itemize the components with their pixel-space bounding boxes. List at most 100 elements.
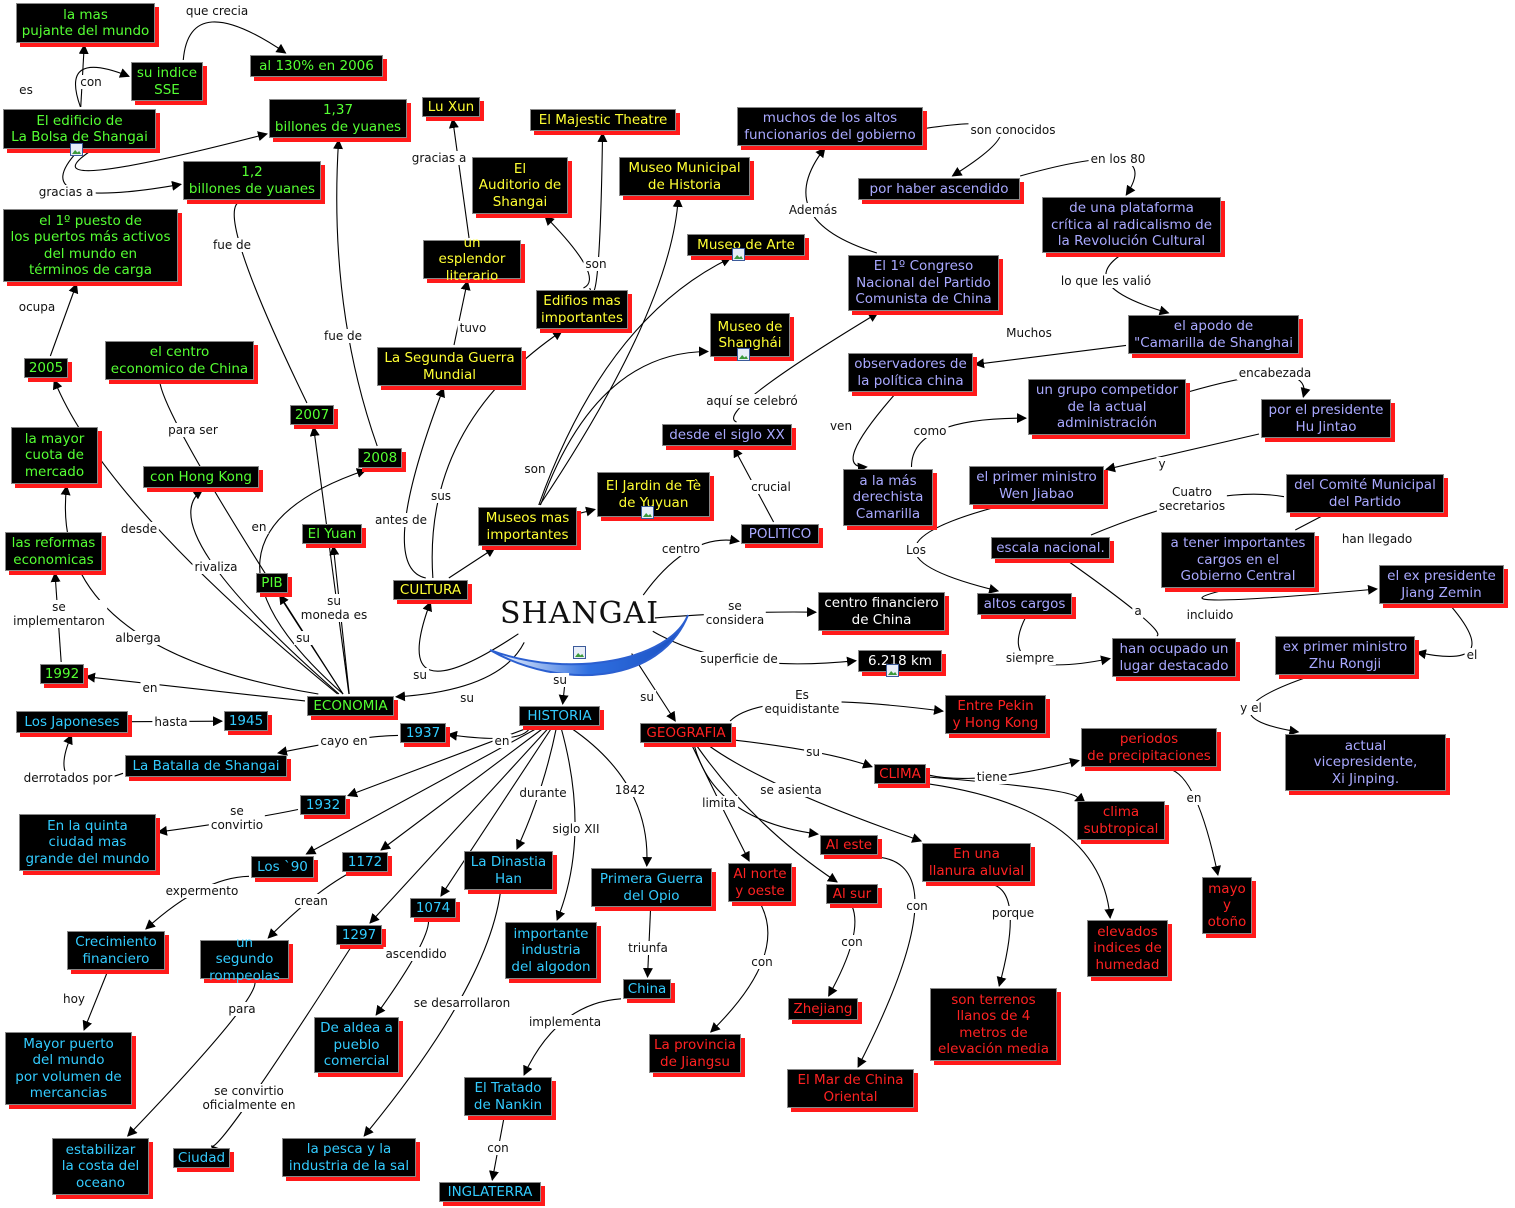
concept-node-majestic[interactable]: El Majestic Theatre [530,109,676,131]
concept-node-auditorio[interactable]: El Auditorio de Shangai [472,157,568,214]
concept-node-altos[interactable]: altos cargos [977,593,1072,615]
concept-node-puesto[interactable]: el 1º puesto de los puertos más activos … [3,209,178,282]
concept-node-economia[interactable]: ECONOMIA [307,696,394,716]
concept-node-rompeolas[interactable]: un segundo rompeolas [200,935,289,984]
concept-node-geografia[interactable]: GEOGRAFIA [640,723,732,743]
concept-node-china[interactable]: China [623,979,671,999]
concept-node-batalla[interactable]: La Batalla de Shangai [125,755,287,777]
concept-node-tratado[interactable]: El Tratado de Nankin [464,1077,552,1116]
image-icon[interactable] [573,646,586,659]
link-label: su [804,745,822,759]
link-line [440,727,553,897]
concept-node-pesca[interactable]: la pesca y la industria de la sal [282,1138,416,1177]
concept-node-ascendido[interactable]: por haber ascendido [858,178,1020,200]
image-icon[interactable] [70,143,83,156]
link-line [974,344,1127,369]
image-icon[interactable] [732,248,745,261]
concept-node-137[interactable]: 1,37 billones de yuanes [269,99,407,138]
concept-node-reformas[interactable]: las reformas economicas [5,532,102,571]
concept-node-opio[interactable]: Primera Guerra del Opio [591,868,712,907]
concept-node-2005[interactable]: 2005 [24,358,68,378]
concept-node-aleste[interactable]: Al este [820,835,878,855]
concept-node-alnorte[interactable]: Al norte y oeste [728,863,792,902]
concept-node-130[interactable]: al 130% en 2006 [250,55,383,77]
concept-node-jiang[interactable]: el ex presidente Jiang Zemin [1379,565,1504,604]
concept-node-comite[interactable]: del Comité Municipal del Partido [1286,474,1444,513]
concept-node-ciudad[interactable]: Ciudad [173,1148,230,1168]
concept-node-mayorpuerto[interactable]: Mayor puerto del mundo por volumen de me… [5,1032,132,1105]
concept-node-1297[interactable]: 1297 [336,925,382,945]
concept-node-ocupado[interactable]: han ocupado un lugar destacado [1112,638,1236,677]
concept-node-2008[interactable]: 2008 [358,448,402,468]
concept-node-2007[interactable]: 2007 [290,405,334,425]
concept-node-llanura[interactable]: En una llanura aluvial [922,843,1031,882]
concept-node-competidor[interactable]: un grupo competidor de la actual adminis… [1028,379,1186,435]
concept-node-plataforma[interactable]: de una plataforma crítica al radicalismo… [1042,197,1221,253]
concept-node-sse[interactable]: su indice SSE [131,62,203,101]
concept-node-estabilizar[interactable]: estabilizar la costa del oceano [52,1138,149,1195]
concept-node-1074[interactable]: 1074 [410,898,456,918]
concept-node-sigloxx[interactable]: desde el siglo XX [662,424,792,446]
concept-node-historia[interactable]: HISTORIA [519,706,600,726]
concept-node-hongkong[interactable]: con Hong Kong [143,466,259,488]
concept-node-mayorcuota[interactable]: la mayor cuota de mercado [11,427,98,484]
concept-node-pujante[interactable]: la mas pujante del mundo [16,3,155,43]
concept-node-politico[interactable]: POLITICO [741,524,819,544]
concept-node-museohist[interactable]: Museo Municipal de Historia [619,157,750,196]
concept-node-funcionarios[interactable]: muchos de los altos funcionarios del gob… [737,107,923,146]
concept-node-los90[interactable]: Los `90 [251,856,314,878]
concept-node-1932[interactable]: 1932 [300,795,346,815]
concept-node-congreso[interactable]: El 1º Congreso Nacional del Partido Comu… [848,255,999,311]
concept-node-crecimiento[interactable]: Crecimiento financiero [67,931,165,970]
concept-node-centroeco[interactable]: el centro economico de China [105,341,254,380]
link-label: derrotados por [21,771,115,785]
concept-node-clima[interactable]: CLIMA [874,764,926,784]
concept-node-escala[interactable]: escala nacional. [991,537,1110,559]
concept-node-derechista[interactable]: a la más derechista Camarilla [843,469,933,526]
concept-node-yuan[interactable]: El Yuan [302,524,362,544]
concept-node-museoarte[interactable]: Museo de Arte [687,234,805,256]
concept-node-6218[interactable]: 6.218 km [858,650,942,672]
concept-node-camarilla[interactable]: el apodo de "Camarilla de Shanghai [1128,315,1299,354]
concept-node-humedad[interactable]: elevados indices de humedad [1087,920,1168,977]
concept-node-1992[interactable]: 1992 [40,664,84,684]
concept-node-cultura[interactable]: CULTURA [393,580,468,600]
concept-node-dinastia[interactable]: La Dinastia Han [464,851,553,890]
concept-node-zhu[interactable]: ex primer ministro Zhu Rongji [1275,636,1415,675]
image-icon[interactable] [886,664,899,677]
concept-node-museos[interactable]: Museos mas importantes [478,507,577,546]
concept-node-zhejiang[interactable]: Zhejiang [788,998,858,1020]
concept-node-alsur[interactable]: Al sur [826,884,878,904]
concept-node-periodos[interactable]: periodos de precipitaciones [1081,728,1217,767]
concept-node-algodon[interactable]: importante industria del algodon [505,922,597,979]
concept-node-aldea[interactable]: De aldea a pueblo comercial [314,1017,399,1073]
concept-node-luxun[interactable]: Lu Xun [422,97,480,117]
concept-node-esplendor[interactable]: un esplendor literario [423,235,521,284]
image-icon[interactable] [737,348,750,361]
concept-node-wenjiabao[interactable]: el primer ministro Wen Jiabao [969,466,1104,505]
concept-node-japoneses[interactable]: Los Japoneses [16,711,128,733]
concept-node-subtropical[interactable]: clima subtropical [1077,801,1165,840]
concept-node-marchina[interactable]: El Mar de China Oriental [787,1069,914,1108]
concept-node-mayo[interactable]: mayo y otoño [1202,877,1252,934]
image-icon[interactable] [641,506,654,519]
concept-node-pib[interactable]: PIB [256,573,288,593]
concept-node-quinta[interactable]: En la quinta ciudad mas grande del mundo [19,814,156,871]
concept-node-1945[interactable]: 1945 [224,711,268,731]
concept-node-edificios[interactable]: Edifios mas importantes [536,290,628,329]
concept-node-museoshang[interactable]: Museo de Shanghái [710,313,790,357]
concept-node-cargos[interactable]: a tener importantes cargos en el Gobiern… [1161,532,1315,588]
concept-node-terrenos[interactable]: son terrenos llanos de 4 metros de eleva… [930,988,1057,1061]
concept-node-segunda[interactable]: La Segunda Guerra Mundial [377,347,522,386]
concept-node-xijinping[interactable]: actual vicepresidente, Xi Jinping. [1285,734,1446,791]
concept-node-hujintao[interactable]: por el presidente Hu Jintao [1261,399,1391,438]
concept-node-centrofin[interactable]: centro financiero de China [818,592,945,631]
concept-node-1172[interactable]: 1172 [342,852,388,872]
concept-node-12[interactable]: 1,2 billones de yuanes [183,161,321,200]
concept-node-pekin[interactable]: Entre Pekin y Hong Kong [945,695,1046,734]
concept-node-1937[interactable]: 1937 [400,723,446,743]
concept-node-inglaterra[interactable]: INGLATERRA [439,1182,541,1202]
central-topic-title[interactable]: SHANGAI [500,596,660,631]
concept-node-observadores[interactable]: observadores de la política china [848,353,973,392]
concept-node-jiangsu[interactable]: La provincia de Jiangsu [649,1034,741,1073]
